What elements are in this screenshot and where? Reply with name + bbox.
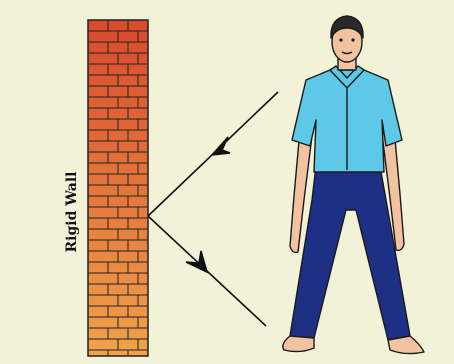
incident-arrowhead xyxy=(212,137,230,155)
sound-rays xyxy=(148,92,278,326)
right-eye xyxy=(351,38,354,41)
rigid-wall xyxy=(88,20,148,356)
wall-label: Rigid Wall xyxy=(64,172,80,253)
left-foot xyxy=(283,336,314,352)
left-eye xyxy=(339,38,342,41)
right-foot xyxy=(388,336,424,354)
standing-person xyxy=(283,16,424,354)
